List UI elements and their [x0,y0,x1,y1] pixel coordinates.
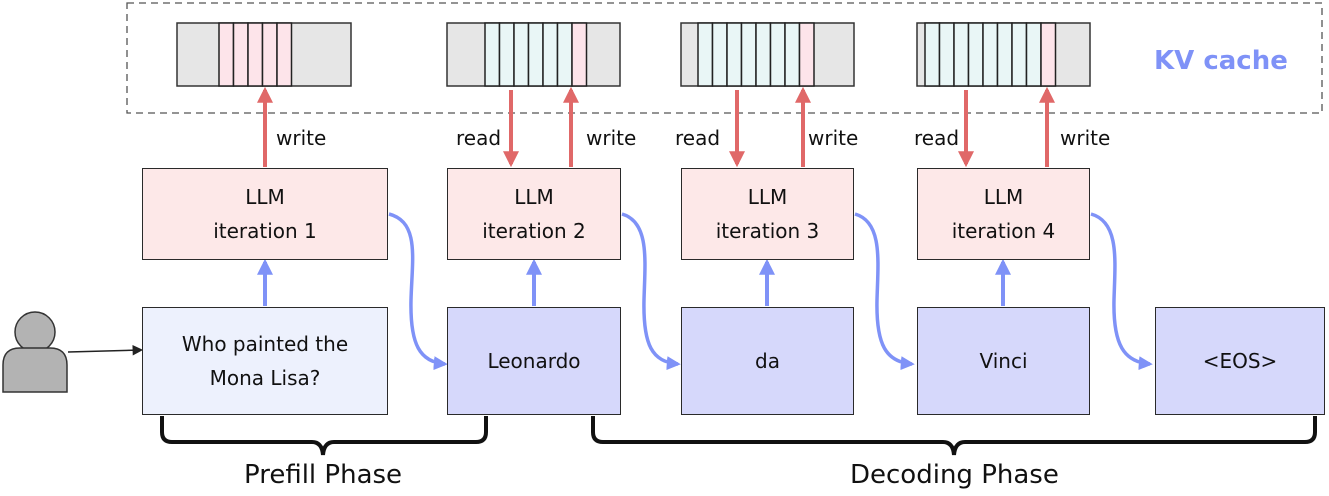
cached-kv-cell [740,22,757,87]
token-box-4: <EOS> [1155,307,1325,415]
cached-kv-cell [1025,22,1042,87]
llm-iteration-3-title: LLM [747,185,788,209]
prompt-line-2: Mona Lisa? [209,366,321,390]
decoding-phase-label: Decoding Phase [850,460,1059,490]
user-to-prompt-arrow [67,344,144,356]
llm-iteration-3-subtitle: iteration 3 [715,219,820,243]
cached-kv-cell [513,22,530,87]
cached-kv-cell [755,22,772,87]
cached-kv-cell [484,22,501,87]
prompt-line-1: Who painted the [181,332,349,356]
llm2-to-token2-arrow [621,212,681,371]
read-label-3: read [675,126,721,150]
llm-iteration-4-title: LLM [983,185,1024,209]
new-kv-cell [247,22,264,87]
cached-kv-cell [726,22,743,87]
llm-iteration-3-box: LLM iteration 3 [681,168,854,260]
llm-iteration-4-box: LLM iteration 4 [917,168,1090,260]
new-kv-cell [232,22,249,87]
llm3-to-token3-arrow [854,212,915,371]
cached-kv-cell [784,22,801,87]
cached-kv-cell [711,22,728,87]
cached-kv-cell [924,22,941,87]
cached-kv-cell [498,22,515,87]
cache-blocks [176,22,1091,87]
kv-cache-label: KV cache [1154,46,1288,76]
cached-kv-cell [967,22,984,87]
write-label-3: write [808,126,859,150]
llm-iteration-1-box: LLM iteration 1 [142,168,388,260]
llm1-to-token1-arrow [388,212,448,371]
prefill-phase-label: Prefill Phase [244,460,403,490]
cached-kv-cell [1011,22,1028,87]
new-kv-cell [261,22,278,87]
llm-iteration-2-title: LLM [514,185,554,209]
llm-iteration-2-subtitle: iteration 2 [482,219,586,243]
llm4-to-token4-arrow [1090,212,1153,371]
new-kv-cell [1040,22,1057,87]
cached-kv-cell [542,22,559,87]
new-kv-cell [218,22,235,87]
read-label-4: read [914,126,960,150]
cached-kv-cell [527,22,544,87]
new-kv-cell [571,22,588,87]
cached-kv-cell [996,22,1013,87]
write-label-2: write [586,126,637,150]
cached-kv-cell [982,22,999,87]
cached-kv-cell [769,22,786,87]
llm-iteration-1-subtitle: iteration 1 [213,219,317,243]
write-label-4: write [1060,126,1111,150]
cached-kv-cell [953,22,970,87]
read-label-2: read [456,126,502,150]
llm-iteration-1-title: LLM [245,185,285,209]
token-box-2: da [681,307,854,415]
llm-iteration-4-subtitle: iteration 4 [951,219,1056,243]
kv-cache-region [126,2,1323,114]
prefill-brace [160,416,488,456]
decoding-brace [591,416,1317,456]
cached-kv-cell [556,22,573,87]
new-kv-cell [798,22,815,87]
cached-kv-cell [697,22,714,87]
token-box-3: Vinci [917,307,1090,415]
llm-iteration-2-box: LLM iteration 2 [447,168,621,260]
new-kv-cell [276,22,293,87]
token-box-1: Leonardo [447,307,621,415]
user-icon [2,311,68,393]
write-label-1: write [276,126,327,150]
cached-kv-cell [938,22,955,87]
